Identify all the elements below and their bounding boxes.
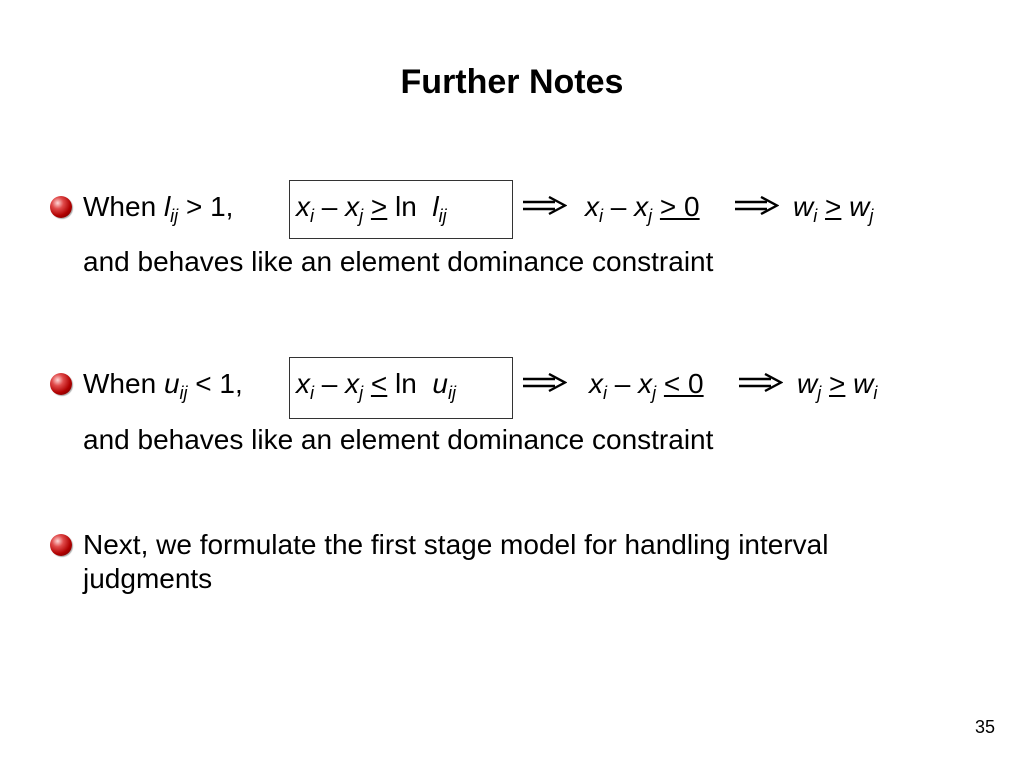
implies-arrow-icon bbox=[523, 196, 567, 216]
bullet2-weight-relation: wj > wi bbox=[797, 368, 878, 403]
bullet-icon bbox=[50, 373, 72, 395]
bullet-icon bbox=[50, 534, 72, 556]
bullet2-boxed-formula: xi – xj < ln uij bbox=[296, 368, 456, 403]
bullet1-condition: When lij > 1, bbox=[83, 191, 234, 226]
bullet3-text: Next, we formulate the first stage model… bbox=[83, 529, 829, 594]
page-number: 35 bbox=[975, 717, 996, 737]
bullet2-result-formula: xi – xj < 0 bbox=[589, 368, 704, 403]
formula-box bbox=[289, 180, 513, 239]
slide-title: Further Notes bbox=[400, 63, 624, 101]
bullet1-weight-relation: wi > wj bbox=[793, 191, 874, 226]
bullet2-condition: When uij < 1, bbox=[83, 368, 243, 403]
bullet1-boxed-formula: xi – xj > ln lij bbox=[296, 191, 447, 226]
implies-arrow-icon bbox=[523, 373, 567, 393]
formula-box bbox=[289, 357, 513, 419]
bullet-icon bbox=[50, 196, 72, 218]
implies-arrow-icon bbox=[735, 196, 779, 216]
bullet1-result-formula: xi – xj > 0 bbox=[585, 191, 700, 226]
bullet1-explanation: and behaves like an element dominance co… bbox=[83, 246, 714, 277]
implies-arrow-icon bbox=[739, 373, 783, 393]
bullet2-explanation: and behaves like an element dominance co… bbox=[83, 424, 714, 455]
